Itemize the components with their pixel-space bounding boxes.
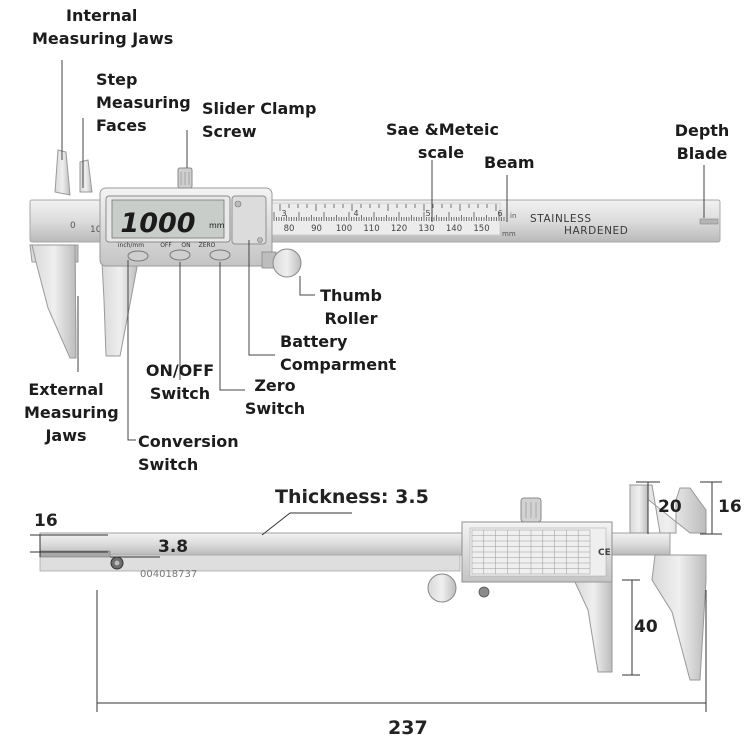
- beam-scale-numbers: 80 90 100 110 120 130 140 150: [284, 224, 490, 234]
- dim-3-8: 3.8: [158, 537, 189, 557]
- side-ce: CE: [598, 548, 611, 558]
- scale-number: 150: [473, 224, 489, 234]
- button-label: ZERO: [199, 242, 216, 249]
- button-labels: inch/mm OFF ON ZERO: [118, 242, 216, 249]
- beam-inch-unit: in: [510, 212, 516, 220]
- leader-lines: [61, 60, 705, 441]
- dim-40: 40: [634, 617, 658, 637]
- button-label: inch/mm: [118, 242, 144, 249]
- scale-number: 100: [336, 224, 352, 234]
- beam-zero: 0: [70, 221, 76, 231]
- label-thumb-roller: Thumb Roller: [320, 286, 382, 328]
- side-internal-jaw: [628, 484, 707, 534]
- top-caliper: 80 90 100 110 120 130 140 150 3 4 5 6 in mm 0 10 S…: [29, 149, 721, 359]
- lcd-value: 1000: [120, 208, 195, 239]
- label-sae-scale: Sae &Meteic scale: [386, 120, 499, 162]
- label-battery: Battery Comparment: [280, 332, 397, 374]
- button-label: ON: [181, 242, 190, 249]
- label-onoff: ON/OFF Switch: [145, 361, 215, 403]
- inch-number: 3: [281, 209, 286, 218]
- zero-button[interactable]: [209, 249, 231, 261]
- lcd-unit: mm: [209, 221, 225, 230]
- scale-number: 130: [418, 224, 434, 234]
- side-slider-jaw: [574, 581, 613, 673]
- label-beam: Beam: [484, 153, 535, 172]
- onoff-button[interactable]: [169, 249, 191, 261]
- label-depth-blade: Depth Blade: [674, 121, 730, 163]
- inch-number: 5: [425, 209, 430, 218]
- label-zero: Zero Switch: [244, 376, 306, 418]
- thumb-roller[interactable]: [272, 248, 302, 278]
- beam-scale-ticks: [273, 204, 505, 221]
- internal-jaw-slider: [79, 159, 93, 193]
- beam-inch-numbers: 3 4 5 6: [281, 209, 502, 218]
- inch-number: 6: [497, 209, 502, 218]
- scale-number: 90: [311, 224, 322, 234]
- dim-20: 20: [658, 497, 682, 517]
- dim-16-right: 16: [718, 497, 742, 517]
- label-step-faces: Step Measuring Faces: [96, 70, 191, 135]
- side-spec-table: [471, 529, 591, 575]
- label-internal-jaws: Internal Measuring Jaws: [32, 6, 174, 48]
- dim-16-left: 16: [34, 511, 58, 531]
- dimension-lines: [30, 481, 722, 712]
- side-caliper: 004018737 CE: [39, 484, 707, 681]
- beam-text-hardened: HARDENED: [564, 225, 628, 237]
- dim-thickness: Thickness: 3.5: [275, 486, 429, 508]
- label-conversion: Conversion Switch: [138, 432, 239, 474]
- lcd-screen: [111, 199, 225, 239]
- beam-ten: 10: [90, 225, 102, 235]
- scale-number: 120: [391, 224, 407, 234]
- side-fixed-jaw: [651, 554, 707, 681]
- button-label: OFF: [160, 242, 172, 249]
- conversion-button[interactable]: [127, 250, 149, 262]
- label-external-jaws: External Measuring Jaws: [24, 380, 119, 445]
- internal-jaw-fixed: [54, 149, 71, 196]
- label-clamp-screw: Slider Clamp Screw: [202, 99, 317, 141]
- depth-blade-top: [699, 218, 719, 225]
- beam-text-stainless: STAINLESS: [530, 213, 592, 225]
- scale-number: 110: [363, 224, 379, 234]
- dim-237: 237: [388, 717, 428, 739]
- inch-number: 4: [353, 209, 358, 218]
- scale-number: 80: [284, 224, 295, 234]
- scale-number: 140: [446, 224, 462, 234]
- side-serial: 004018737: [140, 569, 197, 580]
- beam-mm-unit: mm: [502, 230, 516, 238]
- side-thumb-roller: [427, 573, 457, 603]
